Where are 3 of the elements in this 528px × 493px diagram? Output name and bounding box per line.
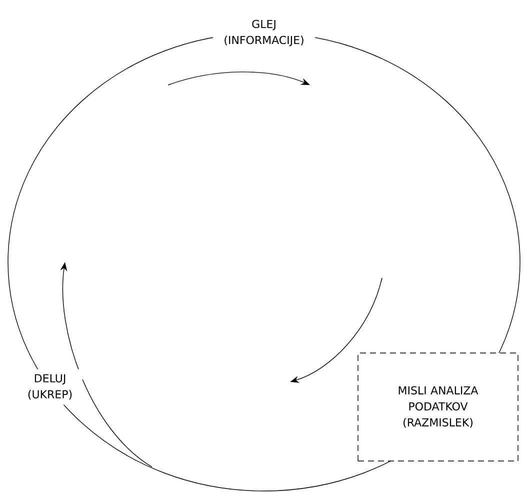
text-label: DELUJ (UKREP) xyxy=(18,369,82,405)
text-label: GLEJ (INFORMACIJE) xyxy=(213,14,315,52)
dashed-box: MISLI ANALIZA PODATKOV (RAZMISLEK) xyxy=(358,352,518,462)
